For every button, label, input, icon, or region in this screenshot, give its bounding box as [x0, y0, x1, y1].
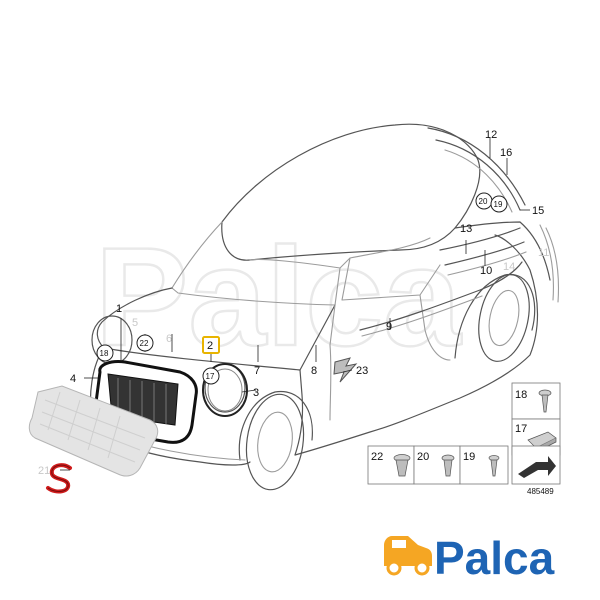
circled-17: 17 — [206, 372, 215, 381]
screw-icon — [538, 389, 552, 413]
callout-15: 15 — [532, 205, 544, 217]
callout-6: 6 — [166, 333, 172, 345]
circled-19: 19 — [494, 200, 503, 209]
callout-13: 13 — [460, 223, 472, 235]
lower-grille-part — [28, 385, 159, 477]
callout-3: 3 — [253, 387, 259, 399]
callout-4: 4 — [70, 373, 76, 385]
callout-11: 11 — [538, 247, 549, 259]
palca-wordmark: Palca — [434, 532, 555, 584]
callout-5: 5 — [132, 317, 138, 329]
legend-label-19: 19 — [463, 451, 475, 463]
callout-2-highlight: 2 — [202, 336, 220, 354]
s-emblem-part — [46, 463, 72, 494]
callout-8: 8 — [311, 365, 317, 377]
fastener-legend: 18 17 22 20 19 — [367, 382, 561, 496]
circled-22: 22 — [140, 339, 149, 348]
legend-label-17: 17 — [515, 423, 527, 435]
expanding-rivet-icon — [393, 454, 411, 477]
callout-labels: 1 3 4 5 6 7 8 9 10 11 12 13 14 15 16 21 … — [38, 129, 549, 477]
legend-cell-19 — [459, 445, 509, 485]
callout-1: 1 — [116, 303, 122, 315]
legend-label-18: 18 — [515, 389, 527, 401]
diagram-number: 485489 — [527, 487, 554, 496]
callout-23: 23 — [356, 365, 368, 377]
small-screw-icon — [488, 455, 500, 477]
callout-9: 9 — [386, 321, 392, 333]
callout-16: 16 — [500, 147, 512, 159]
callout-21: 21 — [38, 465, 50, 477]
callout-14: 14 — [503, 261, 515, 273]
direction-arrow-icon — [518, 456, 556, 478]
callout-12: 12 — [485, 129, 497, 141]
circled-18: 18 — [100, 349, 109, 358]
push-nut-icon — [441, 454, 455, 477]
side-emblem-part — [333, 357, 358, 383]
circled-callouts: 18 22 17 20 19 — [96, 192, 508, 385]
callout-7: 7 — [254, 365, 260, 377]
callout-10: 10 — [480, 265, 492, 277]
car-icon — [384, 536, 432, 576]
legend-cell-20 — [413, 445, 461, 485]
watermark-text: Palca — [95, 218, 462, 375]
palca-logo: Palca — [384, 532, 555, 584]
legend-label-20: 20 — [417, 451, 429, 463]
callout-2: 2 — [207, 340, 213, 352]
legend-label-22: 22 — [371, 451, 383, 463]
front-emblem-ring — [202, 363, 248, 417]
circled-20: 20 — [479, 197, 488, 206]
